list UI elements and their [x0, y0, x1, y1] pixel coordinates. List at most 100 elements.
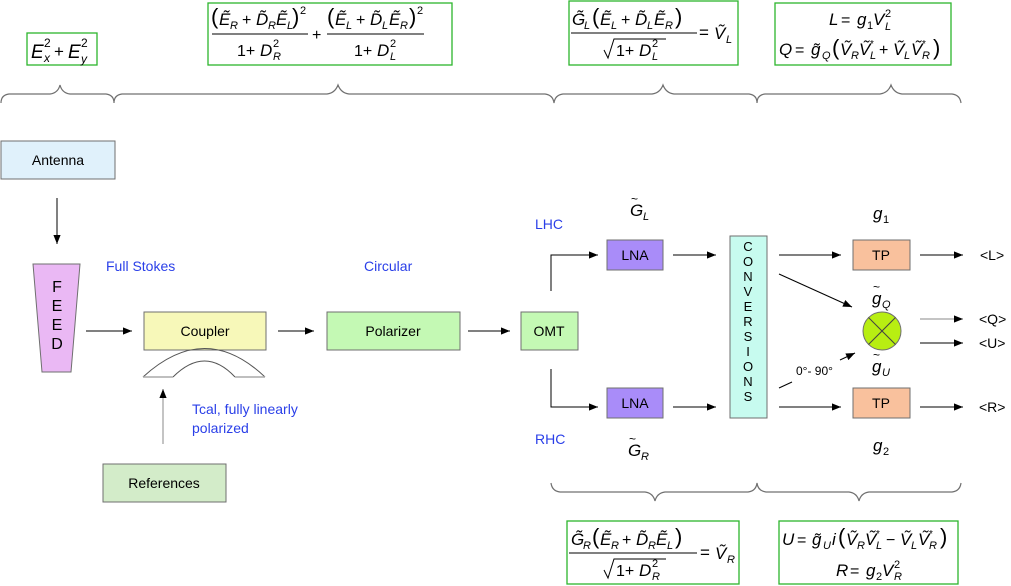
- svg-text:1+: 1+: [616, 563, 634, 580]
- output-l: <L>: [980, 247, 1004, 263]
- gain-label-gl: G ~ L: [630, 192, 649, 223]
- svg-text:S: S: [744, 329, 753, 344]
- svg-text:Ṽ: Ṽ: [900, 530, 913, 549]
- svg-text:Ẽ: Ẽ: [335, 9, 347, 29]
- svg-text:g: g: [873, 204, 883, 223]
- svg-text:Ṽ: Ṽ: [840, 40, 853, 59]
- equation-antenna-field: E 2 x + E 2 y: [26, 32, 98, 66]
- svg-text:O: O: [743, 254, 753, 269]
- svg-text:D̃: D̃: [370, 9, 382, 29]
- svg-text:*: *: [870, 39, 874, 50]
- svg-text:=: =: [699, 23, 709, 42]
- label-rhc: RHC: [535, 431, 565, 447]
- svg-text:G: G: [630, 201, 643, 220]
- svg-text:(: (: [592, 524, 600, 549]
- polarizer-block: Polarizer: [326, 311, 461, 351]
- svg-text:=: =: [850, 563, 859, 580]
- svg-text:~: ~: [629, 432, 636, 446]
- svg-text:g: g: [872, 357, 882, 376]
- svg-text:Ṽ: Ṽ: [865, 530, 878, 549]
- coupler-arc-outer: [142, 348, 266, 378]
- svg-text:2: 2: [300, 5, 306, 17]
- svg-text:L: L: [647, 20, 653, 32]
- svg-text:Ẽ: Ẽ: [389, 9, 401, 29]
- svg-text:1+: 1+: [354, 43, 372, 60]
- svg-text:R: R: [583, 540, 591, 552]
- svg-text:2: 2: [652, 38, 658, 50]
- gain-label-gq: g ~ Q: [872, 280, 891, 311]
- coupler-label: Coupler: [180, 323, 229, 339]
- svg-text:V: V: [873, 10, 886, 29]
- svg-text:): ): [675, 524, 682, 549]
- svg-text:D̃: D̃: [256, 9, 268, 29]
- bottom-braces: [550, 482, 962, 502]
- svg-text:E: E: [31, 42, 44, 63]
- svg-text:R: R: [268, 20, 276, 32]
- svg-text:R: R: [230, 20, 238, 32]
- svg-text:(: (: [327, 4, 335, 29]
- svg-text:(: (: [838, 524, 846, 549]
- svg-text:~: ~: [873, 348, 880, 362]
- svg-text:*: *: [876, 529, 880, 540]
- svg-text:L: L: [911, 540, 917, 552]
- svg-text:Ẽ: Ẽ: [656, 529, 668, 549]
- svg-text:1: 1: [867, 20, 873, 32]
- svg-text:U: U: [823, 540, 831, 552]
- svg-text:L: L: [390, 51, 396, 63]
- svg-text:R: R: [851, 50, 859, 62]
- svg-text:2: 2: [44, 36, 51, 50]
- equation-u-r: U = g̃ U i ( Ṽ R Ṽ * L − Ṽ L Ṽ * R ) R =…: [778, 520, 959, 585]
- svg-text:N: N: [743, 269, 752, 284]
- svg-text:Ẽ: Ẽ: [276, 9, 288, 29]
- svg-text:Ṽ: Ṽ: [918, 530, 931, 549]
- svg-text:=: =: [700, 543, 710, 562]
- coupler-block: Coupler: [142, 311, 267, 378]
- polarizer-label: Polarizer: [365, 323, 421, 339]
- svg-text:Q: Q: [779, 40, 792, 59]
- svg-text:R: R: [665, 20, 673, 32]
- svg-text:C: C: [743, 239, 752, 254]
- references-block: References: [102, 463, 227, 503]
- svg-text:~: ~: [873, 280, 880, 294]
- svg-text:): ): [292, 4, 299, 29]
- label-tcal-line1: Tcal, fully linearly: [192, 401, 298, 417]
- svg-text:L: L: [382, 20, 388, 32]
- svg-text:L: L: [652, 51, 658, 63]
- svg-text:g̃: g̃: [811, 40, 821, 59]
- feed-letter-4: D: [51, 336, 63, 353]
- lna-left-block: LNA: [606, 239, 664, 271]
- arrow-omt-lna-left: [550, 251, 598, 291]
- arrow-omt-lna-right: [550, 369, 598, 411]
- svg-text:R: R: [641, 451, 649, 463]
- svg-text:L: L: [876, 540, 882, 552]
- svg-text:+: +: [242, 12, 251, 29]
- svg-text:1+: 1+: [616, 43, 634, 60]
- output-u: <U>: [979, 335, 1005, 351]
- svg-text:D: D: [377, 41, 389, 60]
- antenna-label: Antenna: [32, 152, 84, 168]
- svg-text:x: x: [43, 51, 51, 65]
- svg-text:L: L: [287, 20, 293, 32]
- equation-v-left: G̃ L ( Ẽ L + D̃ L Ẽ R ) 1+ D 2 L = Ṽ L: [568, 0, 739, 66]
- lna-right-block: LNA: [606, 387, 664, 419]
- svg-text:+: +: [356, 12, 365, 29]
- label-circular: Circular: [364, 258, 413, 274]
- equation-full-stokes: ( Ẽ R + D̃ R Ẽ L ) 2 1+ D 2 R + ( Ẽ L + …: [207, 2, 453, 66]
- svg-text:g̃: g̃: [812, 530, 822, 549]
- svg-text:2: 2: [883, 446, 889, 458]
- svg-text:G: G: [628, 441, 641, 460]
- svg-text:L: L: [643, 211, 649, 223]
- gain-label-g2: g 2: [873, 436, 889, 458]
- feed-letter-1: F: [52, 279, 62, 296]
- label-full-stokes: Full Stokes: [106, 258, 175, 274]
- lna-right-label: LNA: [621, 395, 649, 411]
- svg-text:*: *: [922, 39, 926, 50]
- svg-text:g: g: [857, 10, 867, 29]
- svg-text:Ṽ: Ṽ: [911, 40, 924, 59]
- svg-text:L: L: [584, 20, 590, 32]
- arrow-conversions-mixer-bottom: [839, 352, 856, 361]
- svg-text:=: =: [797, 532, 806, 549]
- svg-text:R: R: [894, 571, 902, 583]
- svg-text:L: L: [346, 20, 352, 32]
